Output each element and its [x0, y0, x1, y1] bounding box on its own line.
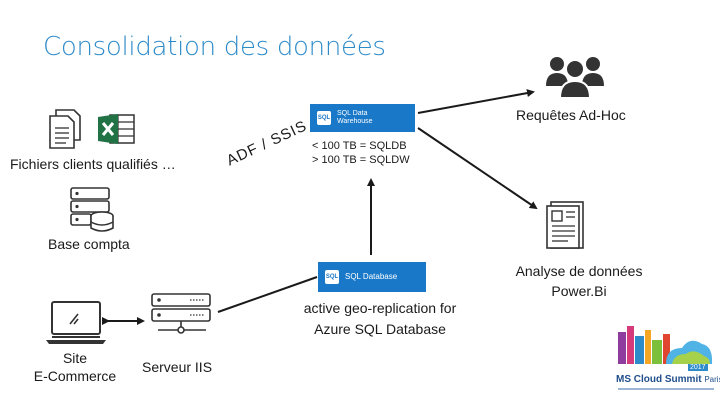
document-icon	[49, 109, 81, 149]
files-label: Fichiers clients qualifiés …	[10, 156, 176, 172]
server-icon	[151, 293, 211, 334]
site-label: Site E-Commerce	[33, 350, 117, 384]
rule-sqldb: < 100 TB = SQLDB	[312, 140, 407, 152]
cloud-summit-logo	[618, 326, 713, 364]
page-title: Consolidation des données	[43, 32, 386, 62]
sql-icon: SQL	[317, 111, 331, 125]
report-icon	[546, 201, 584, 249]
link-iis-to-db	[217, 276, 318, 313]
database-server-icon	[70, 187, 114, 232]
sql-db-icon: SQL	[325, 270, 339, 284]
sql-dw-badge: SQL SQL Data Warehouse	[310, 104, 415, 132]
logo-wordmark: MS Cloud Summit Paris	[616, 374, 720, 385]
excel-icon	[98, 114, 135, 144]
users-icon	[546, 57, 604, 99]
logo-year: 2017	[688, 364, 708, 371]
serveur-iis-label: Serveur IIS	[142, 359, 213, 375]
logo-underline	[618, 388, 714, 390]
georep-label: active geo-replication for Azure SQL Dat…	[303, 300, 457, 337]
laptop-icon	[46, 301, 106, 344]
analyse-label: Analyse de données Power.Bi	[515, 263, 643, 299]
adhoc-label: Requêtes Ad-Hoc	[516, 107, 626, 123]
arrow-dw-to-adhoc	[417, 89, 535, 114]
arrow-dw-to-analyse	[417, 127, 538, 210]
base-compta-label: Base compta	[48, 236, 130, 252]
sql-database-badge: SQL SQL Database	[318, 262, 426, 292]
rule-sqldw: > 100 TB = SQLDW	[312, 154, 410, 166]
sql-dw-text: SQL Data Warehouse	[337, 110, 373, 125]
